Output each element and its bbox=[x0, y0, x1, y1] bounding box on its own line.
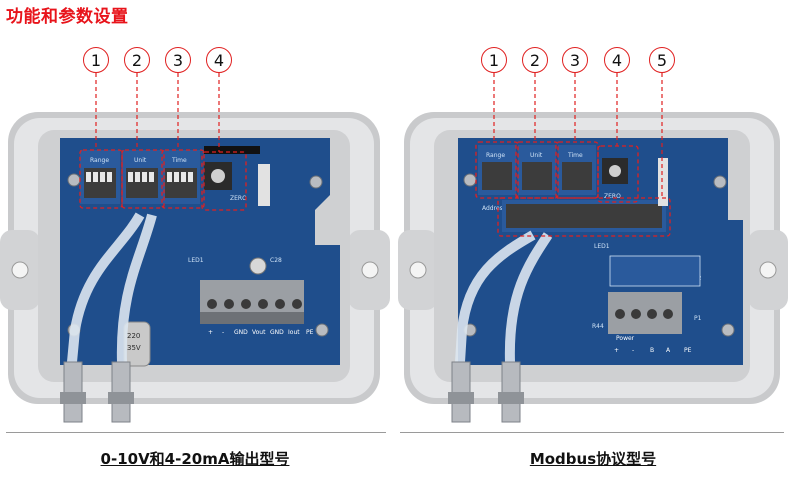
zero-label-modbus: ZERO bbox=[604, 193, 621, 200]
left-caption: 0-10V和4-20mA输出型号 bbox=[100, 450, 290, 468]
dip-switch-range: Range bbox=[80, 150, 120, 204]
terminal-block-modbus bbox=[608, 292, 682, 334]
capacitor-text-volt: 35V bbox=[127, 344, 141, 352]
terminal-label-plus-modbus: + bbox=[614, 347, 619, 354]
terminal-label-pe-modbus: PE bbox=[684, 347, 692, 354]
dip-label-range-modbus: Range bbox=[486, 152, 505, 159]
terminal-label-vout: Vout bbox=[252, 329, 266, 336]
terminal-label-plus: + bbox=[208, 329, 213, 336]
right-device-panel: Range Unit Time ZERO Address LED1 bbox=[398, 30, 788, 470]
terminal-label-b: B bbox=[650, 347, 654, 354]
right-caption: Modbus协议型号 bbox=[529, 450, 657, 468]
zero-label: ZERO bbox=[230, 195, 247, 202]
right-device-illustration: Range Unit Time ZERO Address LED1 bbox=[398, 73, 788, 423]
capacitor-text-value: 220 bbox=[127, 332, 140, 340]
side-label-r44: R44 bbox=[592, 323, 604, 330]
callout-5-modbus: 5 bbox=[649, 47, 675, 73]
dip-label-time-modbus: Time bbox=[567, 152, 583, 159]
dip-label-time: Time bbox=[171, 157, 187, 164]
dip-label-unit-modbus: Unit bbox=[530, 152, 543, 159]
address-label: Address bbox=[482, 205, 506, 212]
terminal-label-iout: Iout bbox=[288, 329, 300, 336]
terminal-label-a: A bbox=[666, 347, 671, 354]
page-title: 功能和参数设置 bbox=[6, 7, 129, 27]
caption-divider bbox=[6, 432, 386, 433]
callout-4-modbus: 4 bbox=[604, 47, 630, 73]
callout-3-modbus: 3 bbox=[562, 47, 588, 73]
terminal-block bbox=[200, 280, 304, 324]
cap-label: C28 bbox=[270, 257, 282, 264]
dip-switch-time-modbus: Time bbox=[558, 145, 596, 195]
terminal-label-pe: PE bbox=[306, 329, 314, 336]
dip-label-range: Range bbox=[90, 157, 109, 164]
dip-switch-range-modbus: Range bbox=[478, 145, 516, 195]
callout-2: 2 bbox=[124, 47, 150, 73]
led-label-modbus: LED1 bbox=[594, 243, 610, 250]
side-label-p1: P1 bbox=[694, 315, 702, 322]
terminal-label-minus-modbus: - bbox=[632, 347, 634, 354]
left-device-illustration: Range Unit Time ZERO bbox=[0, 73, 390, 423]
dip-switch-address bbox=[502, 200, 666, 232]
dip-switch-time: Time bbox=[162, 150, 200, 204]
callout-3: 3 bbox=[165, 47, 191, 73]
terminal-header: Power bbox=[616, 335, 635, 342]
led-label: LED1 bbox=[188, 257, 204, 264]
zero-button: ZERO bbox=[204, 162, 247, 202]
caption-divider-modbus bbox=[400, 432, 784, 433]
terminal-label-gnd2: GND bbox=[270, 329, 284, 336]
dip-switch-unit-modbus: Unit bbox=[518, 145, 556, 195]
callout-1-modbus: 1 bbox=[481, 47, 507, 73]
terminal-label-minus: - bbox=[222, 329, 224, 336]
callout-4: 4 bbox=[206, 47, 232, 73]
zero-button-modbus: ZERO bbox=[602, 158, 628, 200]
dip-label-unit: Unit bbox=[134, 157, 147, 164]
callout-1: 1 bbox=[83, 47, 109, 73]
dip-switch-unit: Unit bbox=[122, 150, 162, 204]
left-device-panel: Range Unit Time ZERO bbox=[0, 30, 390, 470]
terminal-label-gnd1: GND bbox=[234, 329, 248, 336]
callout-2-modbus: 2 bbox=[522, 47, 548, 73]
